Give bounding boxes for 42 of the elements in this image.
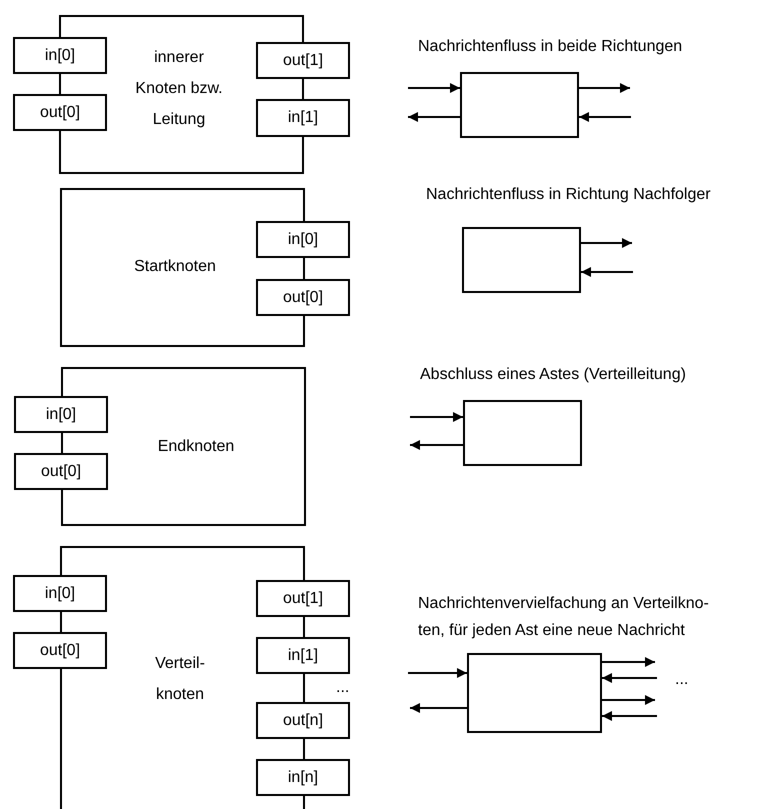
port-box: out[1] [256, 580, 350, 617]
port-box: out[0] [14, 453, 108, 490]
caption-text: Nachrichtenfluss in beide Richtungen [418, 37, 684, 57]
port-box: in[0] [14, 396, 108, 433]
arrow [410, 703, 467, 713]
arrow [408, 668, 467, 678]
port-box: out[1] [256, 42, 350, 79]
arrow [602, 711, 657, 721]
arrow [602, 695, 655, 705]
arrow [579, 83, 630, 93]
arrow [410, 440, 463, 450]
arrow [579, 112, 631, 122]
arrow [410, 412, 463, 422]
ellipsis-text: ... [675, 672, 690, 688]
port-box: out[0] [13, 94, 107, 131]
node-label: Endknoten [156, 437, 236, 457]
component-box [462, 227, 581, 293]
caption-text: Nachrichtenvervielfachung an Verteilkno- ten, für jeden Ast eine neue Nachricht [418, 594, 710, 641]
port-box: out[0] [256, 279, 350, 316]
port-box: in[1] [256, 99, 350, 137]
port-box: out[n] [256, 702, 350, 739]
arrow [581, 238, 632, 248]
ellipsis-text: ... [336, 680, 350, 696]
node-label: innerer Knoten bzw. Leitung [134, 48, 224, 130]
component-box [460, 72, 579, 138]
caption-text: Abschluss eines Astes (Verteilleitung) [420, 365, 687, 385]
port-box: in[0] [13, 37, 107, 74]
arrow [602, 673, 657, 683]
arrow [581, 267, 633, 277]
node-label: Startknoten [133, 257, 217, 277]
node-label: Verteil- knoten [154, 654, 206, 705]
component-box [463, 400, 582, 466]
port-box: in[0] [13, 575, 107, 612]
arrow [408, 83, 460, 93]
port-box: in[1] [256, 637, 350, 674]
port-box: in[n] [256, 759, 350, 796]
port-box: in[0] [256, 221, 350, 258]
arrow [408, 112, 460, 122]
port-box: out[0] [13, 632, 107, 669]
arrow [602, 657, 655, 667]
component-box [467, 653, 602, 733]
caption-text: Nachrichtenfluss in Richtung Nachfolger [426, 185, 712, 205]
